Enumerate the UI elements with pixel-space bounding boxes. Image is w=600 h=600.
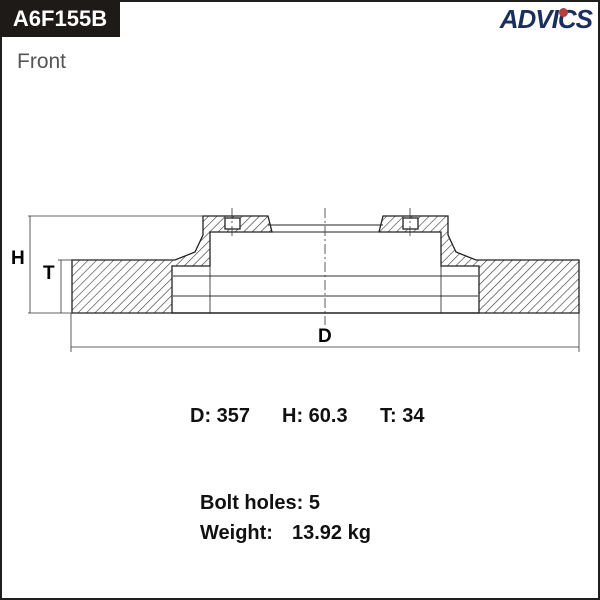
disc-section-right	[378, 215, 580, 314]
diameter-label: D	[318, 326, 332, 347]
part-number-label: A6F155B	[0, 0, 120, 37]
spec-height: H: 60.3	[282, 405, 348, 427]
bolt-hole-left	[224, 217, 241, 230]
disc-section-left	[71, 215, 273, 314]
logo-dot	[559, 8, 568, 17]
view-label: Front	[17, 50, 67, 73]
center-lines	[231, 208, 411, 325]
height-label: H	[11, 248, 25, 269]
brand-logo: ADVICS	[499, 4, 593, 34]
spec-diameter: D: 357	[190, 405, 251, 427]
spec-weight-label: Weight:	[200, 522, 273, 544]
bolt-hole-right	[402, 217, 419, 230]
spec-weight-value: 13.92 kg	[292, 522, 371, 544]
dimension-lines	[28, 215, 580, 352]
spec-bolt-holes: Bolt holes: 5	[200, 492, 321, 514]
thickness-label: T	[43, 263, 55, 284]
spec-thickness: T: 34	[380, 405, 425, 427]
